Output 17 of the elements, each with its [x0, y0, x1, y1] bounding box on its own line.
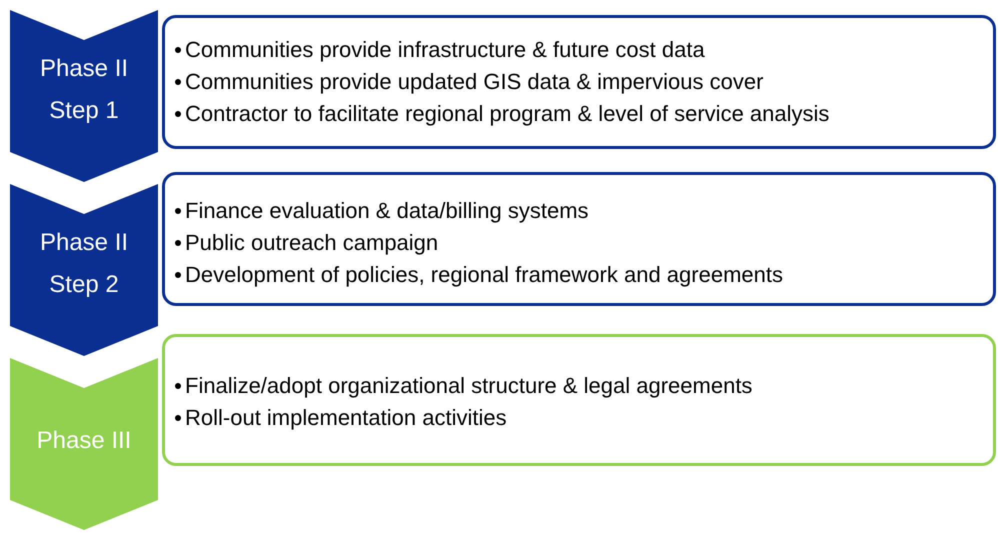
- bullet-text: Finance evaluation & data/billing systems: [185, 198, 589, 223]
- bullet-text: Public outreach campaign: [185, 230, 438, 255]
- bullet-text: Development of policies, regional framework and agreements: [185, 262, 783, 287]
- phase-label: Phase II Step 2: [38, 228, 130, 300]
- bullet-text: Communities provide infrastructure & future cost data: [185, 37, 705, 62]
- bullet-text: Contractor to facilitate regional program & level of service analysis: [185, 101, 830, 126]
- chevron-shape: [10, 184, 158, 356]
- content-box: [162, 15, 996, 149]
- bullet-text: Finalize/adopt organizational structure & legal agreements: [185, 373, 752, 398]
- content-box: [162, 172, 996, 306]
- chevron-shape: [10, 358, 158, 530]
- bullet-text: Communities provide updated GIS data & impervious cover: [185, 69, 764, 94]
- phase-label: Phase III: [36, 426, 132, 456]
- phase-label: Phase II Step 1: [38, 54, 130, 126]
- bullet-text: Roll-out implementation activities: [185, 405, 507, 430]
- chevron-shape: [10, 10, 158, 182]
- content-box: [162, 334, 996, 466]
